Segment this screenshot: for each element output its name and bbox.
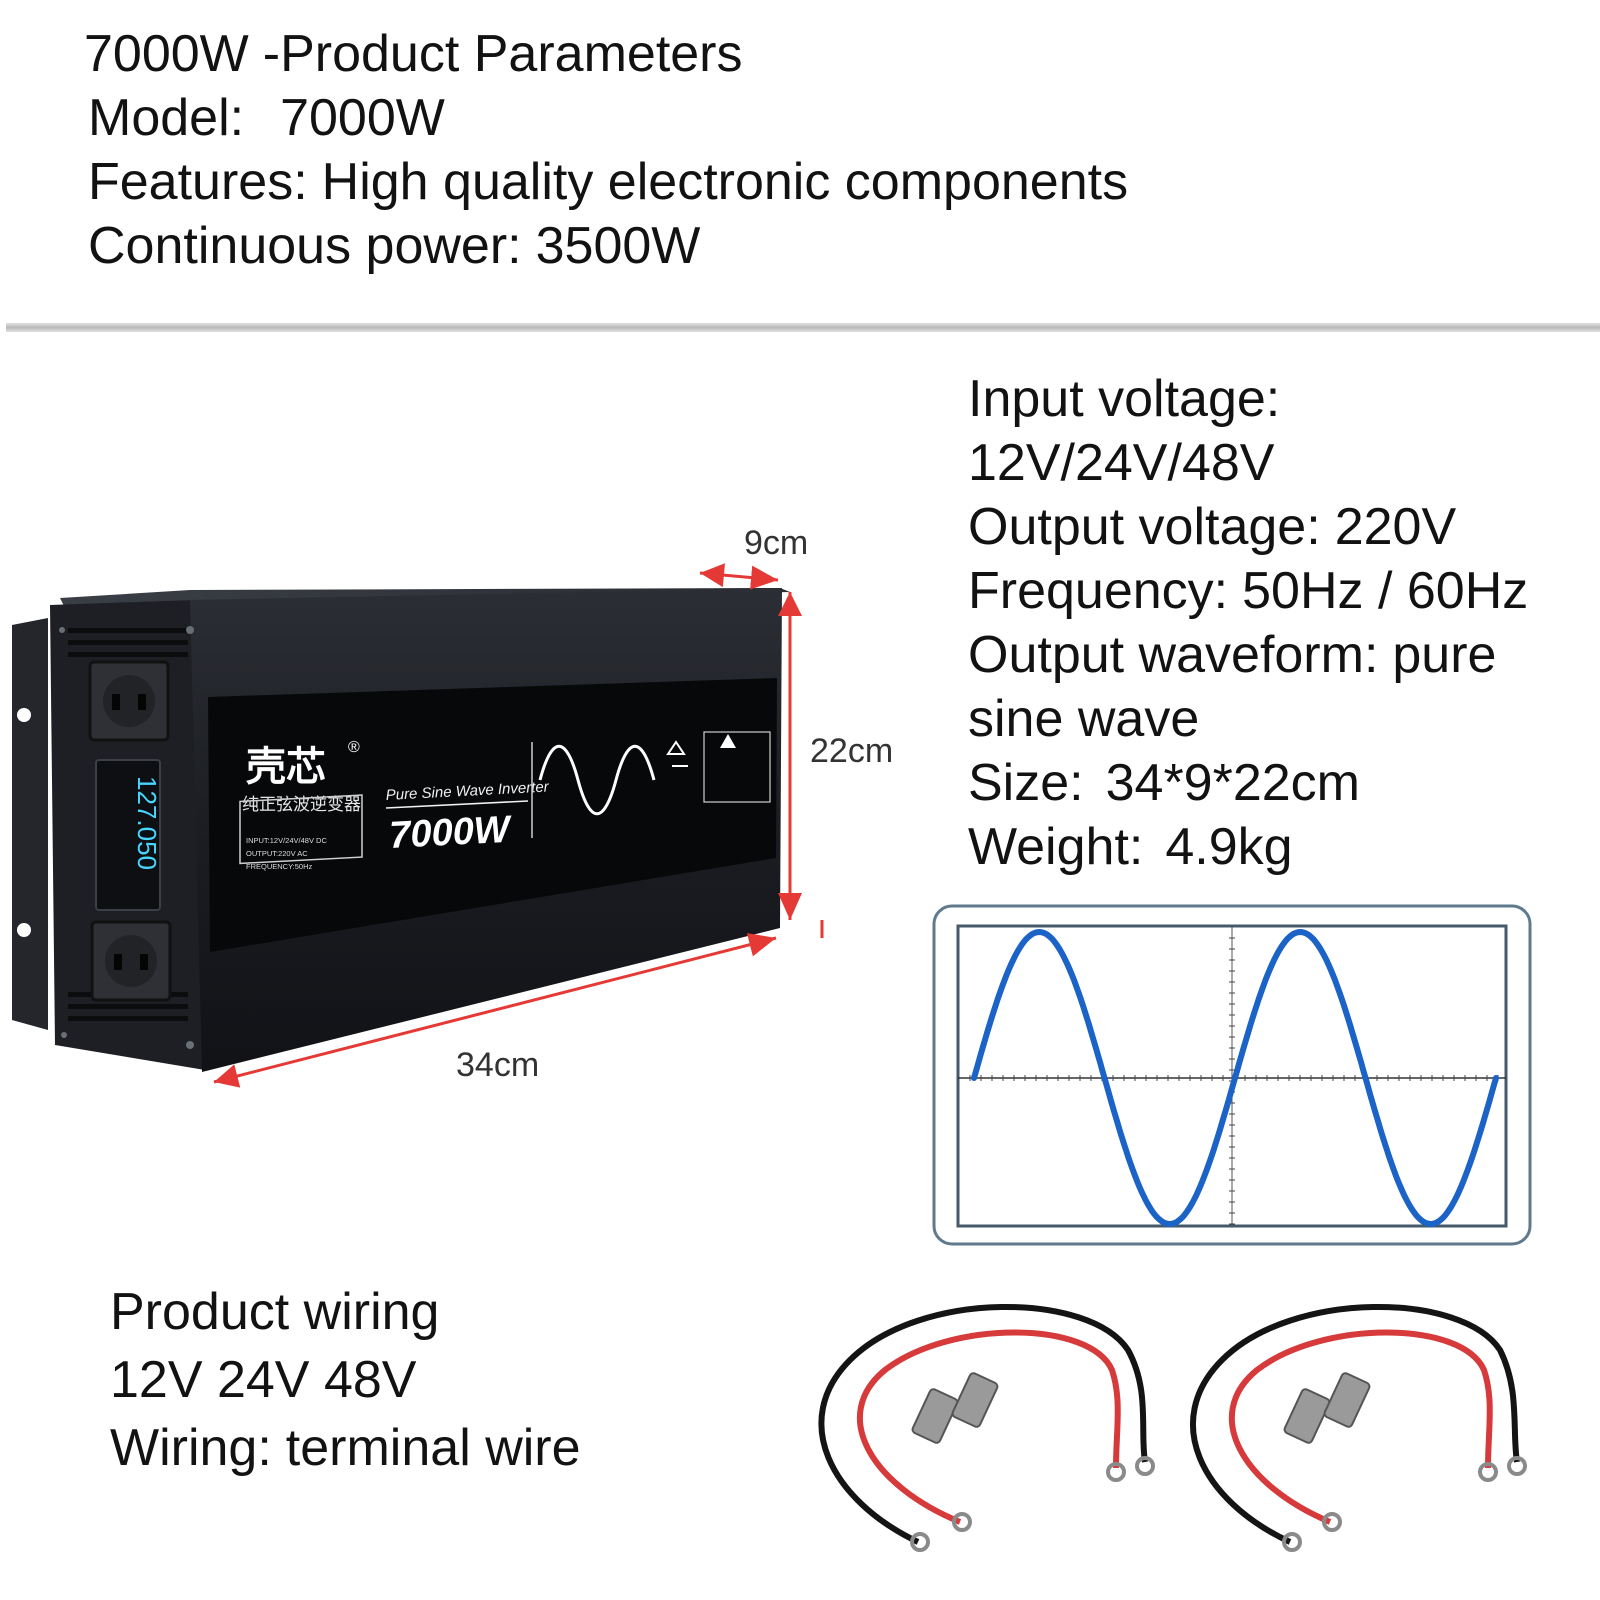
- size-line: Size: 34*9*22cm: [968, 751, 1360, 815]
- red-cable-right: [1228, 1329, 1493, 1525]
- waveform-value-2: sine wave: [968, 690, 1200, 748]
- frequency-label: Frequency:: [968, 562, 1229, 620]
- depth-dimension-label: 9cm: [744, 524, 808, 562]
- terminal-bolts-left: [911, 1372, 999, 1444]
- wiring-type-line: Wiring:terminal wire: [110, 1416, 581, 1480]
- scope-ticks: [969, 937, 1499, 1225]
- weight-line: Weight: 4.9kg: [968, 815, 1293, 879]
- output-voltage-label: Output voltage:: [968, 498, 1321, 556]
- mounting-flange: [12, 618, 48, 1030]
- cable-pair-right: [1190, 1303, 1527, 1552]
- continuous-power-line: Continuous power:3500W: [88, 214, 700, 278]
- features-label: Features:: [88, 153, 308, 211]
- size-label: Size:: [968, 754, 1084, 812]
- recycle-icon: [666, 740, 688, 767]
- black-cable-left: [818, 1303, 1148, 1545]
- pure-sine-underline: [385, 800, 529, 809]
- model-value: 7000W: [280, 89, 445, 147]
- lcd-display: [95, 759, 161, 911]
- wiring-voltages: 12V 24V 48V: [110, 1351, 417, 1409]
- waveform-label: Output waveform:: [968, 626, 1379, 684]
- lcd-value: 127.050: [132, 776, 162, 870]
- sine-wave-line: [971, 928, 1499, 1228]
- input-voltage-value: 12V/24V/48V: [968, 434, 1275, 492]
- sine-waveform-display: [932, 904, 1532, 1246]
- red-cable-left: [856, 1329, 1121, 1525]
- waveform-value-1: pure: [1392, 626, 1497, 684]
- cable-pair-left: [818, 1303, 1155, 1552]
- length-dimension-label: 34cm: [456, 1046, 539, 1084]
- output-voltage-value: 220V: [1334, 498, 1457, 556]
- terminal-cables-illustration: [818, 1303, 1527, 1552]
- registered-mark: ®: [348, 739, 360, 756]
- spec-line-1: INPUT:12V/24V/48V DC: [246, 836, 327, 845]
- depth-dimension-arrow: [699, 563, 779, 590]
- continuous-power-value: 3500W: [535, 217, 701, 275]
- frequency-line: Frequency:50Hz / 60Hz: [968, 559, 1528, 623]
- header-title-power: 7000W: [84, 25, 249, 83]
- spec-line-2: OUTPUT:220V AC: [246, 849, 308, 858]
- flange-slot-top: [17, 708, 31, 722]
- waveform-line: Output waveform:pure: [968, 623, 1496, 687]
- weight-value: 4.9kg: [1165, 818, 1293, 876]
- frequency-value: 50Hz / 60Hz: [1242, 562, 1529, 620]
- features-line: Features:High quality electronic compone…: [88, 150, 1128, 214]
- warning-box: [703, 731, 771, 803]
- header-title-line: 7000W-Product Parameters: [84, 22, 743, 86]
- terminal-bolts-right: [1283, 1372, 1371, 1444]
- flange-slot-bottom: [17, 923, 31, 937]
- input-voltage-label: Input voltage:: [968, 370, 1281, 428]
- wiring-type-value: terminal wire: [285, 1419, 581, 1477]
- length-dimension-arrow: [213, 933, 777, 1088]
- wiring-title: Product wiring: [110, 1283, 440, 1341]
- model-label: Model:: [88, 89, 245, 147]
- spec-line-3: FREQUENCY:50Hz: [246, 862, 313, 871]
- brand-name: 壳芯: [246, 745, 326, 789]
- features-value: High quality electronic components: [321, 153, 1129, 211]
- wiring-type-label: Wiring:: [110, 1419, 272, 1477]
- weight-label: Weight:: [968, 818, 1144, 876]
- header-title-suffix: -Product Parameters: [262, 25, 743, 83]
- continuous-power-label: Continuous power:: [88, 217, 522, 275]
- panel-sine-icon: [538, 745, 656, 815]
- warning-icon: [720, 734, 736, 748]
- panel-power-label: 7000W: [388, 809, 514, 857]
- output-voltage-line: Output voltage:220V: [968, 495, 1456, 559]
- black-cable-right: [1190, 1303, 1520, 1545]
- section-divider: [6, 323, 1600, 332]
- height-dimension-label: 22cm: [810, 732, 893, 770]
- size-value: 34*9*22cm: [1105, 754, 1360, 812]
- model-line: Model: 7000W: [88, 86, 445, 150]
- screws: [59, 626, 194, 1049]
- spec-box: [239, 794, 363, 865]
- inverter-illustration: 127.050 壳芯 ® 纯正弦波逆变器 INPUT:12V/24V/48V D…: [12, 524, 893, 1088]
